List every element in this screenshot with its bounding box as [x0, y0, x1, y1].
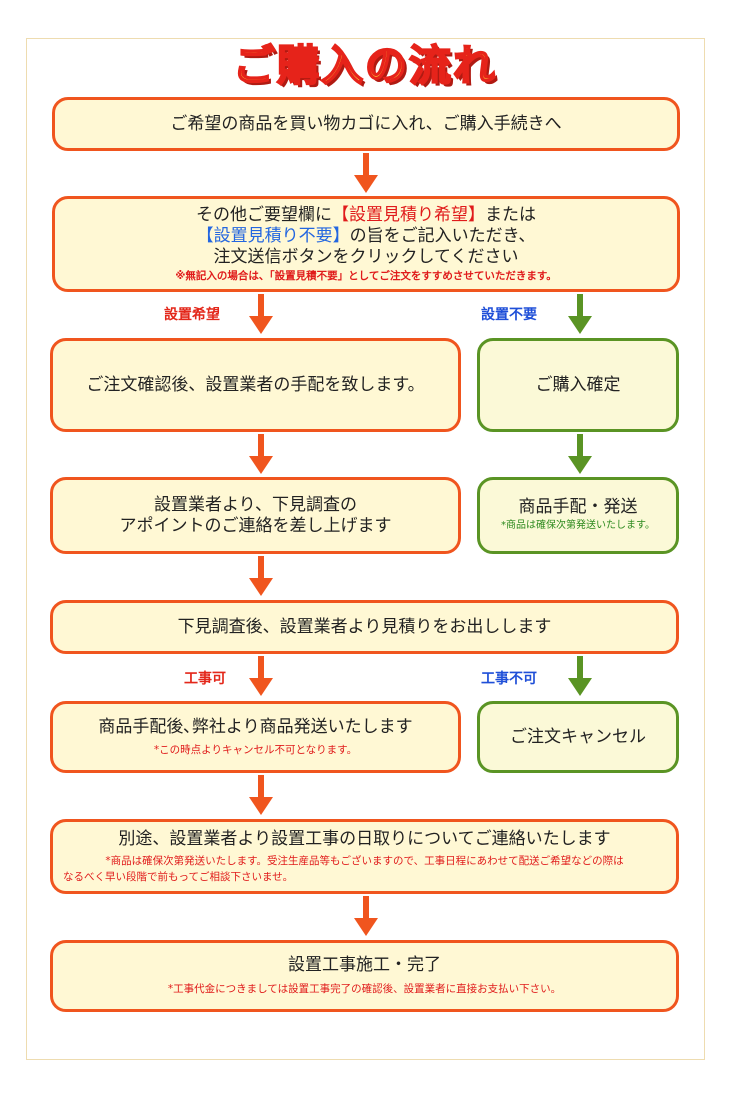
ship-direct-note: *商品は確保次第発送いたします。 [501, 520, 655, 531]
step-complete: 設置工事施工・完了 *工事代金につきましては設置工事完了の確認後、設置業者に直接… [50, 940, 679, 1012]
step-schedule-text: 別途、設置業者より設置工事の日取りについてご連絡いたします [118, 828, 611, 849]
arrow-down-icon [568, 294, 592, 334]
arrow-down-icon [249, 775, 273, 815]
step-estimate: 下見調査後、設置業者より見積りをお出しします [50, 600, 679, 654]
step-arrange: ご注文確認後、設置業者の手配を致します。 [50, 338, 461, 432]
arrow-down-icon [354, 153, 378, 193]
step-cancel-text: ご注文キャンセル [510, 726, 646, 747]
step-estimate-text: 下見調査後、設置業者より見積りをお出しします [177, 616, 552, 637]
step-confirm: ご購入確定 [477, 338, 679, 432]
step-ship-direct: 商品手配・発送 *商品は確保次第発送いたします。 [477, 477, 679, 554]
request-option-estimate: 【設置見積り希望】 [332, 204, 485, 225]
label-work-ng: 工事不可 [481, 671, 537, 687]
request-note: ※無記入の場合は、「設置見積不要」としてご注文をすすめさせていただきます。 [175, 269, 557, 282]
request-line1-a: その他ご要望欄に [196, 204, 332, 225]
schedule-note-2: なるべく早い段階で前もってご相談下さいませ。 [63, 870, 294, 883]
page-title: ご購入の流れ [232, 40, 497, 91]
step-complete-text: 設置工事施工・完了 [288, 955, 441, 975]
arrow-down-icon [354, 896, 378, 936]
step-appointment: 設置業者より、下見調査の アポイントのご連絡を差し上げます [50, 477, 461, 554]
step-cart-text: ご希望の商品を買い物カゴに入れ、ご購入手続きへ [170, 113, 562, 134]
label-work-ok: 工事可 [184, 671, 226, 687]
schedule-note-1: *商品は確保次第発送いたします。受注生産品等もございますので、工事日程にあわせて… [105, 854, 624, 867]
ship-direct-text: 商品手配・発送 [518, 497, 638, 517]
label-install-no: 設置不要 [481, 307, 537, 323]
arrow-down-icon [249, 434, 273, 474]
label-install-yes: 設置希望 [164, 307, 220, 323]
step-ship-text: 商品手配後､弊社より商品発送いたします [98, 716, 413, 737]
step-schedule: 別途、設置業者より設置工事の日取りについてご連絡いたします *商品は確保次第発送… [50, 819, 679, 894]
step-complete-note: *工事代金につきましては設置工事完了の確認後、設置業者に直接お支払い下さい。 [167, 983, 562, 995]
step-cancel: ご注文キャンセル [477, 701, 679, 773]
step-ship-note: *この時点よりキャンセル不可となります。 [153, 743, 358, 756]
arrow-down-icon [249, 294, 273, 334]
request-line2-b: の旨をご記入いただき、 [349, 225, 536, 246]
arrow-down-icon [568, 656, 592, 696]
step-ship: 商品手配後､弊社より商品発送いたします *この時点よりキャンセル不可となります。 [50, 701, 461, 773]
arrow-down-icon [249, 656, 273, 696]
request-line1-c: または [485, 204, 536, 225]
step-cart: ご希望の商品を買い物カゴに入れ、ご購入手続きへ [52, 97, 680, 151]
step-confirm-text: ご購入確定 [535, 374, 621, 395]
request-option-no-estimate: 【設置見積り不要】 [196, 225, 350, 246]
step-arrange-text: ご注文確認後、設置業者の手配を致します。 [86, 374, 425, 395]
request-line3: 注文送信ボタンをクリックしてください [213, 246, 519, 267]
arrow-down-icon [249, 556, 273, 596]
arrow-down-icon [568, 434, 592, 474]
appointment-line2: アポイントのご連絡を差し上げます [119, 515, 392, 536]
appointment-line1: 設置業者より、下見調査の [154, 494, 357, 515]
step-request: その他ご要望欄に【設置見積り希望】または 【設置見積り不要】の旨をご記入いただき… [52, 196, 680, 292]
